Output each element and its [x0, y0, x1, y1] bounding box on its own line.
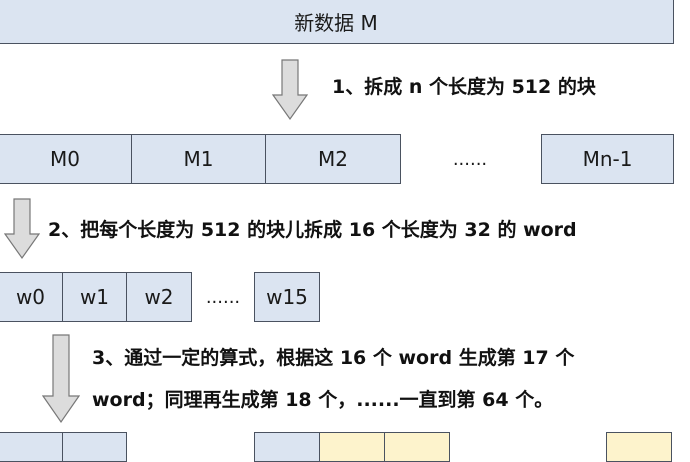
word-w2: w2 — [126, 272, 192, 322]
bottom-word-cell — [0, 432, 63, 462]
block-m1: M1 — [131, 134, 266, 184]
bottom-generated-word-cell — [319, 432, 385, 462]
down-arrow-icon — [4, 198, 40, 260]
bottom-word-cell — [254, 432, 320, 462]
step-3-line-1: 3、通过一定的算式，根据这 16 个 word 生成第 17 个 — [92, 347, 575, 369]
word-w0: w0 — [0, 272, 63, 322]
block-label: M2 — [318, 147, 348, 171]
block-label: M1 — [183, 147, 214, 171]
bottom-generated-word-cell — [606, 432, 672, 462]
step-1-text: 1、拆成 n 个长度为 512 的块 — [332, 76, 596, 98]
block-m2: M2 — [265, 134, 401, 184]
data-block-m-label: 新数据 M — [294, 11, 378, 35]
block-label: Mn-1 — [582, 147, 633, 171]
data-block-m: 新数据 M — [0, 0, 674, 44]
word-label: w0 — [15, 285, 46, 309]
block-label: M0 — [50, 147, 80, 171]
bottom-word-cell — [62, 432, 127, 462]
block-mn-1: Mn-1 — [541, 134, 674, 184]
word-label: w2 — [144, 285, 174, 309]
step-2-text: 2、把每个长度为 512 的块儿拆成 16 个长度为 32 的 word — [48, 219, 577, 241]
bottom-generated-word-cell — [384, 432, 450, 462]
word-w1: w1 — [62, 272, 127, 322]
step-3-line-2: word；同理再生成第 18 个，......一直到第 64 个。 — [92, 389, 554, 411]
blocks-ellipsis: ...... — [452, 148, 488, 170]
word-label: w15 — [266, 285, 308, 309]
block-m0: M0 — [0, 134, 132, 184]
down-arrow-icon — [42, 334, 80, 424]
word-label: w1 — [79, 285, 110, 309]
word-w15: w15 — [254, 272, 320, 322]
words-ellipsis: ...... — [205, 286, 241, 308]
down-arrow-icon — [272, 59, 308, 121]
